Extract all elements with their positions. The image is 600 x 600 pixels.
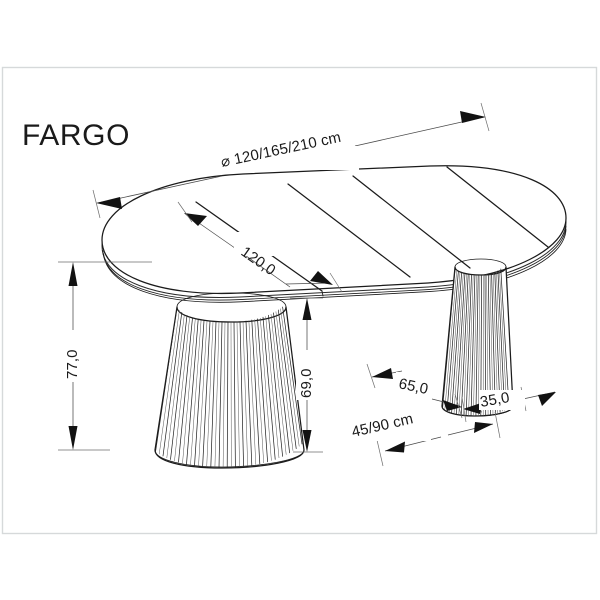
left-pedestal-group — [154, 292, 305, 469]
leaf-seam-line-4 — [446, 166, 549, 248]
total-height-dimension-group: 77,0 — [58, 261, 152, 451]
tabletop-edge-line-3 — [103, 229, 567, 303]
top-width-tick-start — [177, 201, 193, 223]
left-pedestal-top-ellipse — [176, 292, 287, 308]
leg-width-dim-label: 35,0 — [479, 389, 511, 411]
leg-width-dimension-group: 35,0 — [461, 386, 556, 423]
apron-height-arrow-top — [302, 298, 312, 320]
base-spread-arrow-right — [443, 400, 462, 411]
total-height-arrow-top — [68, 262, 78, 286]
extension-tick-right — [494, 411, 501, 439]
tabletop-group — [101, 165, 567, 303]
left-pedestal-flutes — [155, 306, 303, 468]
tabletop-surface — [101, 165, 567, 295]
base-spread-arrow-left — [372, 368, 393, 379]
extension-tick-left — [376, 439, 384, 467]
leg-width-tick-left — [461, 396, 467, 423]
leaf-seam-line-2 — [287, 183, 411, 278]
apron-height-dimension-group: 69,0 — [290, 297, 323, 453]
diameter-arrow-left — [96, 197, 122, 209]
base-spread-tick-left — [366, 363, 376, 389]
top-width-arrow-end — [310, 271, 333, 285]
extension-arrow-right — [474, 422, 493, 433]
right-pedestal-top-ellipse — [454, 258, 507, 268]
base-spread-dim-label: 65,0 — [397, 375, 429, 398]
left-pedestal-bottom-ellipse — [154, 449, 305, 468]
apron-height-dim-label: 69,0 — [298, 368, 315, 398]
top-width-arrow-start — [184, 213, 207, 226]
diameter-arrow-right — [460, 111, 486, 123]
top-width-tick-end — [329, 272, 343, 293]
base-spread-tick-right — [454, 393, 463, 419]
extension-arrow-left — [385, 441, 405, 453]
total-height-arrow-bottom — [68, 426, 78, 450]
right-pedestal-group — [441, 258, 514, 417]
diameter-tick-right — [480, 102, 490, 132]
apron-height-arrow-bottom — [302, 430, 312, 452]
leg-width-arrow-left — [463, 403, 481, 414]
leaf-seam-line-3 — [352, 175, 471, 269]
base-spread-dimension-group: 65,0 — [366, 363, 463, 419]
leg-width-arrow-right — [538, 392, 556, 406]
total-height-dim-label: 77,0 — [64, 349, 81, 379]
product-title: FARGO — [22, 119, 130, 152]
tabletop-edge-line-2 — [102, 225, 567, 301]
diameter-tick-left — [92, 189, 101, 219]
leaf-seam-edge-notch — [321, 290, 324, 297]
